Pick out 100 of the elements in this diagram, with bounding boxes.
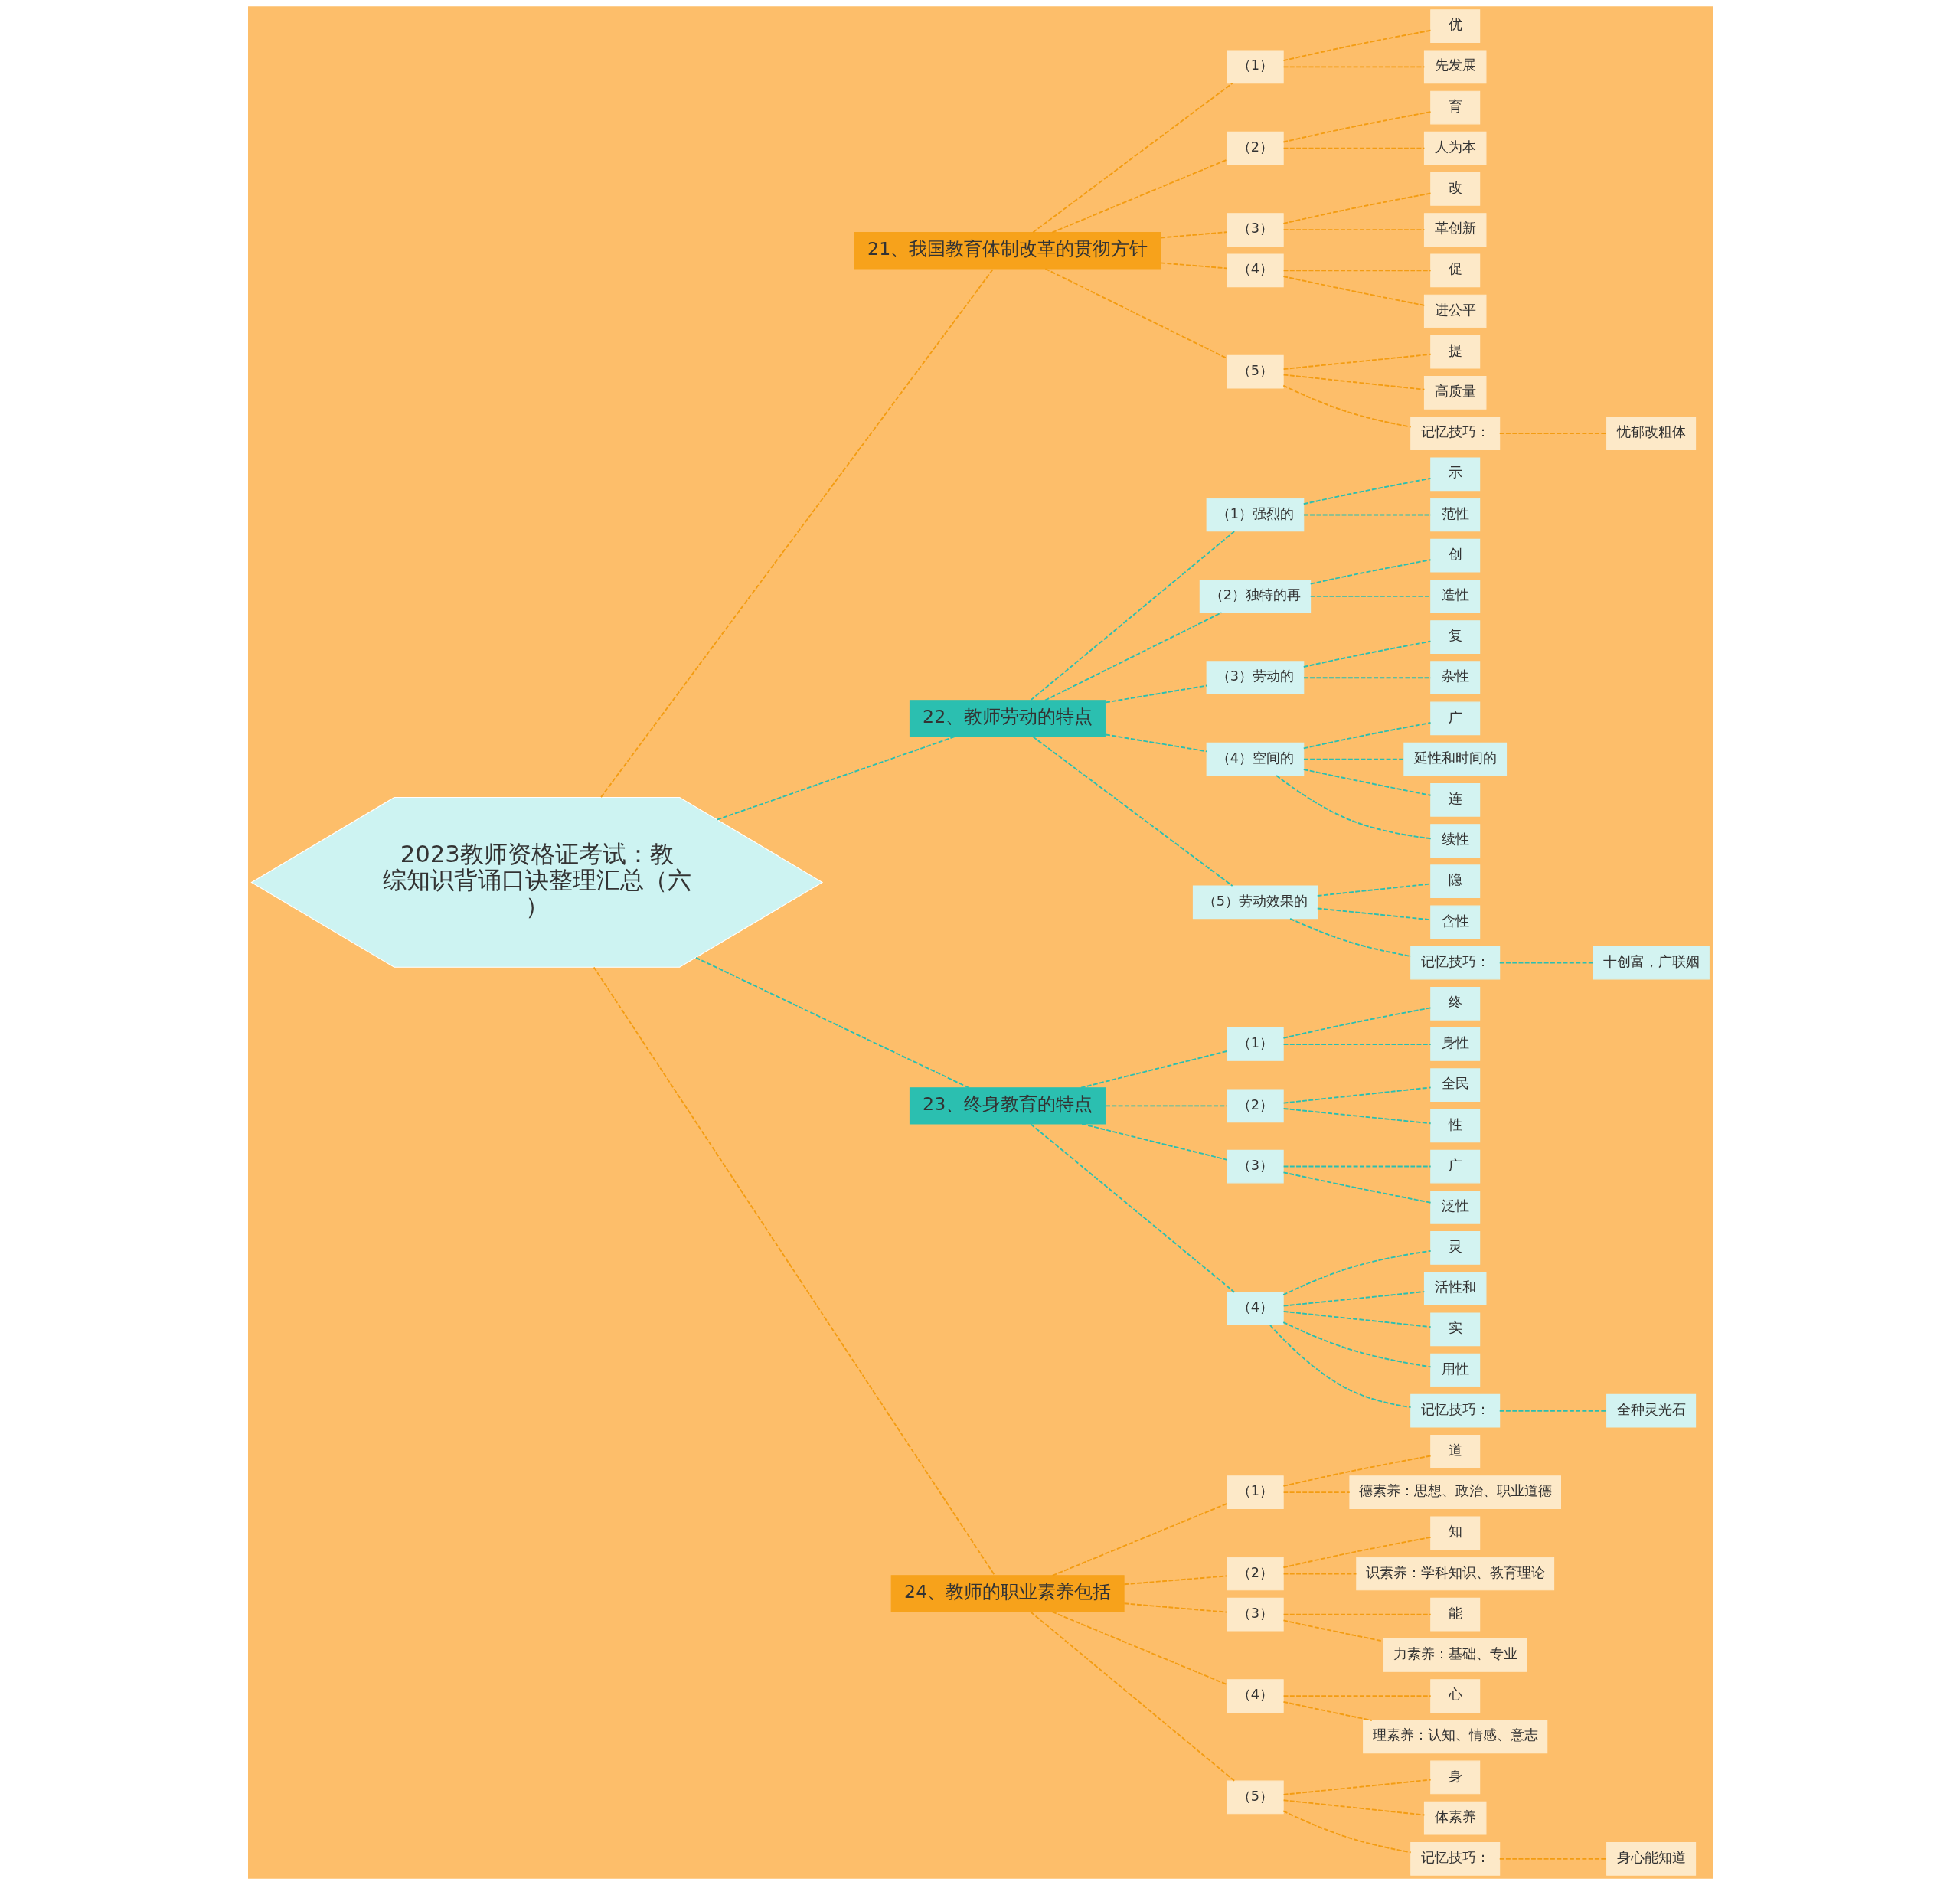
connector — [1282, 353, 1432, 371]
node-box: 高质量 — [1423, 376, 1486, 410]
node-box: （3） — [1226, 1597, 1284, 1632]
node-box: （2） — [1226, 1557, 1284, 1591]
node-box: 进公平 — [1423, 294, 1486, 328]
node-box: （1） — [1226, 1027, 1284, 1061]
connector — [1282, 1573, 1357, 1575]
node-box: 续性 — [1429, 824, 1480, 858]
connector — [1080, 1123, 1228, 1161]
node-box: 范性 — [1429, 498, 1480, 532]
node-box: 身 — [1429, 1760, 1480, 1795]
node-box: 用性 — [1429, 1353, 1480, 1387]
node-box: 创 — [1429, 538, 1480, 573]
node-box: 知 — [1429, 1516, 1480, 1550]
node-box: 性 — [1429, 1109, 1480, 1143]
node-box: （5） — [1226, 1780, 1284, 1815]
connector — [1316, 907, 1432, 921]
connector — [593, 966, 995, 1576]
connector — [1029, 1611, 1235, 1782]
connector — [1282, 1108, 1432, 1125]
connector — [1275, 775, 1432, 840]
node-box: 23、终身教育的特点 — [909, 1087, 1106, 1125]
node-box: 24、教师的职业素养包括 — [890, 1575, 1125, 1612]
connector — [1282, 374, 1425, 390]
connector — [1302, 722, 1431, 750]
connector — [1104, 1105, 1228, 1107]
node-box: （1）强烈的 — [1206, 498, 1304, 532]
node-box: 身心能知道 — [1606, 1842, 1696, 1876]
connector — [1282, 1165, 1432, 1168]
connector — [1282, 111, 1431, 143]
node-box: 连 — [1429, 782, 1480, 817]
connector — [1309, 595, 1432, 597]
node-box: （1） — [1226, 50, 1284, 84]
connector — [1050, 158, 1228, 234]
node-box: （3）劳动的 — [1206, 661, 1304, 695]
connector — [1498, 962, 1594, 964]
node-box: 活性和 — [1423, 1272, 1486, 1305]
node-box: （2）独特的再 — [1199, 580, 1311, 613]
connector — [1282, 66, 1425, 68]
node-box: （5）劳动效果的 — [1192, 885, 1318, 920]
connector — [1282, 384, 1412, 428]
node-box: 造性 — [1429, 580, 1480, 613]
node-box: 能 — [1429, 1597, 1480, 1632]
connector — [1498, 433, 1607, 435]
connector — [1302, 477, 1431, 505]
node-box: 含性 — [1429, 905, 1480, 939]
connector — [1316, 883, 1432, 897]
connector — [1282, 1799, 1425, 1816]
node-box: 理素养：认知、情感、意志 — [1362, 1720, 1547, 1754]
connector — [1282, 1695, 1432, 1697]
node-box: 示 — [1429, 457, 1480, 492]
node-box: 复 — [1429, 620, 1480, 654]
node-box: （4） — [1226, 1679, 1284, 1713]
node-box: 力素养：基础、专业 — [1383, 1638, 1527, 1672]
node-box: （3） — [1226, 1149, 1284, 1184]
connector — [1282, 1171, 1432, 1204]
connector — [1498, 1410, 1607, 1412]
connector — [599, 268, 994, 799]
node-box: 心 — [1429, 1679, 1480, 1713]
node-box: 记忆技巧： — [1410, 417, 1500, 450]
node-box: 十创富，广联姻 — [1592, 946, 1710, 980]
connector — [1282, 1007, 1431, 1039]
connector — [1031, 82, 1233, 234]
connector — [1159, 262, 1227, 270]
node-box: 泛性 — [1429, 1190, 1480, 1224]
node-box: （4） — [1226, 253, 1284, 288]
connector — [1282, 1619, 1384, 1642]
connector — [1282, 276, 1425, 306]
connector — [1122, 1575, 1228, 1586]
connector — [1044, 612, 1222, 701]
node-box: 忧郁改粗体 — [1606, 417, 1696, 450]
node-box: 隐 — [1429, 864, 1480, 899]
connector — [1282, 29, 1431, 62]
node-box: 灵 — [1429, 1231, 1480, 1265]
node-box: 先发展 — [1423, 50, 1486, 84]
connector — [1302, 677, 1432, 679]
connector — [1309, 559, 1431, 585]
node-box: 延性和时间的 — [1403, 742, 1507, 776]
node-box: 记忆技巧： — [1410, 1393, 1500, 1428]
node-box: 21、我国教育体制改革的贯彻方针 — [854, 232, 1161, 270]
connector — [1104, 733, 1207, 753]
connector — [1282, 1291, 1425, 1307]
node-box: 全民 — [1429, 1068, 1480, 1103]
connector — [1282, 147, 1425, 149]
connector — [1159, 231, 1227, 239]
connector — [1044, 268, 1227, 359]
connector — [1104, 684, 1207, 704]
connector — [1282, 1810, 1412, 1854]
node-box: （3） — [1226, 213, 1284, 247]
node-box: 记忆技巧： — [1410, 1842, 1500, 1876]
connector — [1031, 736, 1233, 887]
connector — [1269, 1324, 1412, 1408]
connector — [1282, 270, 1432, 272]
node-box: 提 — [1429, 335, 1480, 369]
node-box: （4）空间的 — [1206, 742, 1304, 776]
connector — [1302, 514, 1432, 516]
node-box: 全种灵光石 — [1606, 1393, 1696, 1428]
connector — [1282, 1536, 1431, 1569]
node-box: 改 — [1429, 172, 1480, 206]
connector — [1282, 192, 1431, 224]
